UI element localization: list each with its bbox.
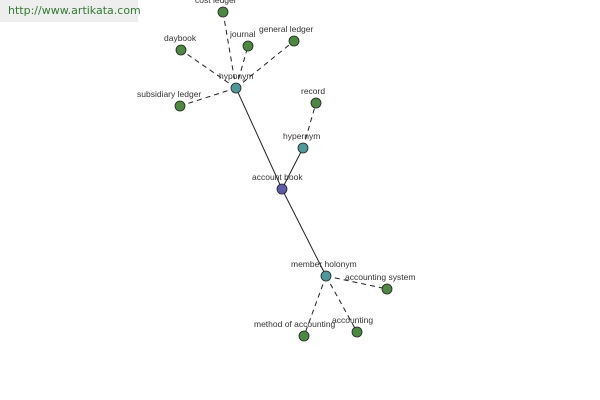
node-label-accounting-system: accounting system xyxy=(345,272,415,282)
edge-account-book-to-hypernym xyxy=(281,147,304,190)
node-label-hyponym: hyponym xyxy=(219,71,254,81)
edge-account-book-to-hyponym xyxy=(235,87,283,190)
node-accounting[interactable] xyxy=(351,326,363,338)
edge-hypernym-to-record xyxy=(302,102,317,149)
edge-hyponym-to-subsidiary-ledger xyxy=(179,87,237,107)
site-watermark[interactable]: http://www.artikata.com xyxy=(0,0,141,22)
node-record[interactable] xyxy=(310,97,322,109)
node-label-general-ledger: general ledger xyxy=(259,24,314,34)
node-daybook[interactable] xyxy=(175,44,187,56)
edge-hyponym-to-cost-ledger xyxy=(222,11,237,89)
node-label-subsidiary-ledger: subsidiary ledger xyxy=(137,89,201,99)
node-cost-ledger[interactable] xyxy=(217,6,229,18)
edge-member-holonym-to-method-of-accounting xyxy=(303,275,327,337)
edge-member-holonym-to-accounting xyxy=(325,275,358,333)
node-label-member-holonym: member holonym xyxy=(291,259,357,269)
label-layer: account book hyponym hypernym member holony… xyxy=(137,0,415,329)
node-hyponym[interactable] xyxy=(230,82,242,94)
node-general-ledger[interactable] xyxy=(288,35,300,47)
node-method-of-accounting[interactable] xyxy=(298,330,310,342)
node-label-journal: journal xyxy=(229,29,256,39)
node-layer xyxy=(174,6,393,342)
node-label-accounting: accounting xyxy=(332,315,373,325)
node-label-hypernym: hypernym xyxy=(283,131,320,141)
node-label-daybook: daybook xyxy=(164,33,197,43)
node-account-book[interactable] xyxy=(276,183,288,195)
node-label-cost-ledger: cost ledger xyxy=(195,0,237,5)
node-subsidiary-ledger[interactable] xyxy=(174,100,186,112)
node-accounting-system[interactable] xyxy=(381,283,393,295)
node-label-record: record xyxy=(301,86,325,96)
node-label-method-of-accounting: method of accounting xyxy=(254,319,336,329)
edge-member-holonym-to-accounting-system xyxy=(325,275,388,290)
node-hypernym[interactable] xyxy=(297,142,309,154)
node-member-holonym[interactable] xyxy=(320,270,332,282)
edge-account-book-to-member-holonym xyxy=(281,188,327,277)
node-label-account-book: account book xyxy=(252,172,303,182)
edge-layer xyxy=(179,11,388,337)
edge-hyponym-to-daybook xyxy=(180,49,237,89)
edge-hyponym-to-general-ledger xyxy=(235,40,295,89)
node-journal[interactable] xyxy=(242,40,254,52)
edge-hyponym-to-journal xyxy=(235,45,249,89)
